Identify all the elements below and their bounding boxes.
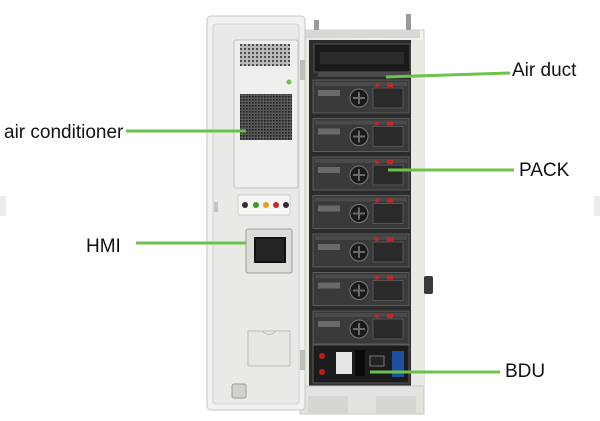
pack-module xyxy=(312,272,410,306)
label-air-conditioner: air conditioner xyxy=(4,122,124,143)
pack-module xyxy=(312,156,410,191)
pack-module xyxy=(312,195,410,229)
air-duct-box xyxy=(313,43,411,77)
pack-modules xyxy=(312,79,410,345)
pack-module xyxy=(312,310,410,345)
pack-module xyxy=(312,233,410,268)
cabinet-door xyxy=(206,15,306,411)
callout-lines xyxy=(126,71,514,374)
label-hmi: HMI xyxy=(86,236,121,257)
label-air-duct: Air duct xyxy=(512,60,577,81)
label-pack: PACK xyxy=(519,160,570,181)
label-bdu: BDU xyxy=(505,361,546,382)
bdu-unit xyxy=(312,344,410,384)
pack-module xyxy=(312,79,410,114)
pack-module xyxy=(312,118,410,152)
callout-line-air-duct xyxy=(385,71,511,79)
